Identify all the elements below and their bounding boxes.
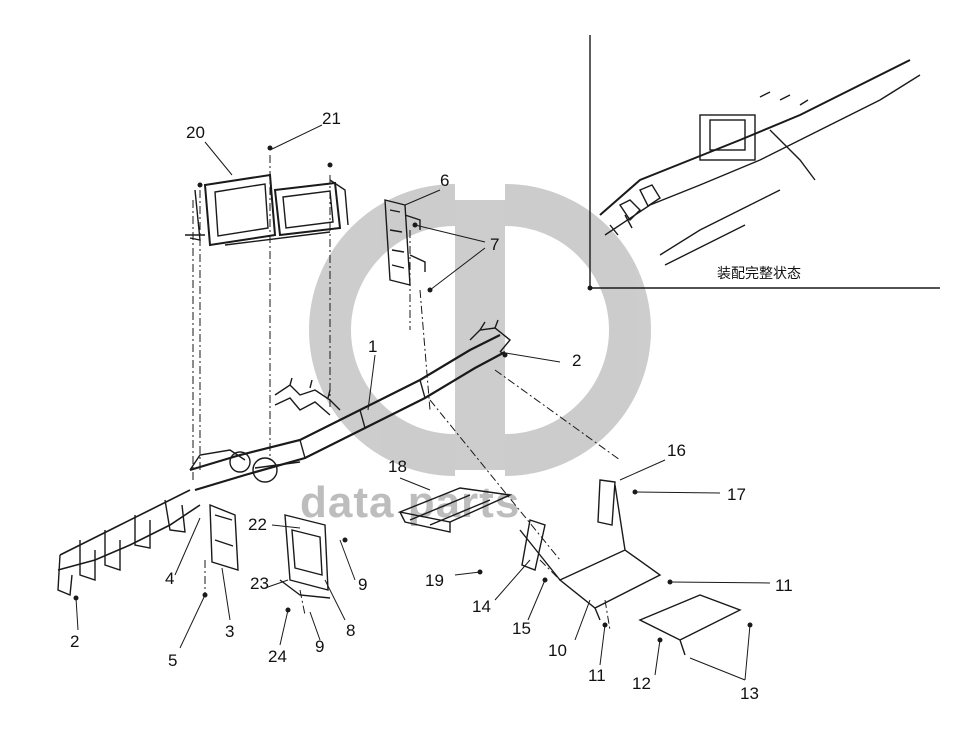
callout-21: 21 <box>322 109 341 128</box>
callout-15: 15 <box>512 619 531 638</box>
callout-3: 3 <box>225 622 235 641</box>
callout-12: 12 <box>632 674 651 693</box>
inset-assembly <box>599 59 921 266</box>
inset-caption: 装配完整状态 <box>717 266 801 282</box>
callout-10: 10 <box>548 641 567 660</box>
callout-16: 16 <box>667 441 686 460</box>
callout-2: 2 <box>70 632 80 651</box>
callout-9: 9 <box>358 575 368 594</box>
callout-11: 11 <box>775 576 793 595</box>
callout-23: 23 <box>250 574 269 593</box>
callout-8: 8 <box>346 621 356 640</box>
callout-18: 18 <box>388 457 407 476</box>
callout-1: 1 <box>368 337 378 356</box>
callout-11: 11 <box>588 666 606 685</box>
callout-22: 22 <box>248 515 267 534</box>
callout-24: 24 <box>268 647 287 666</box>
callout-13: 13 <box>740 684 759 703</box>
callout-17: 17 <box>727 485 746 504</box>
callout-20: 20 <box>186 123 205 142</box>
callout-4: 4 <box>165 569 175 588</box>
callout-6: 6 <box>440 171 450 190</box>
callout-2: 2 <box>572 351 582 370</box>
callout-9: 9 <box>315 637 325 656</box>
callout-19: 19 <box>425 571 444 590</box>
callout-7: 7 <box>490 235 500 254</box>
callout-14: 14 <box>472 597 491 616</box>
callout-5: 5 <box>168 651 178 670</box>
